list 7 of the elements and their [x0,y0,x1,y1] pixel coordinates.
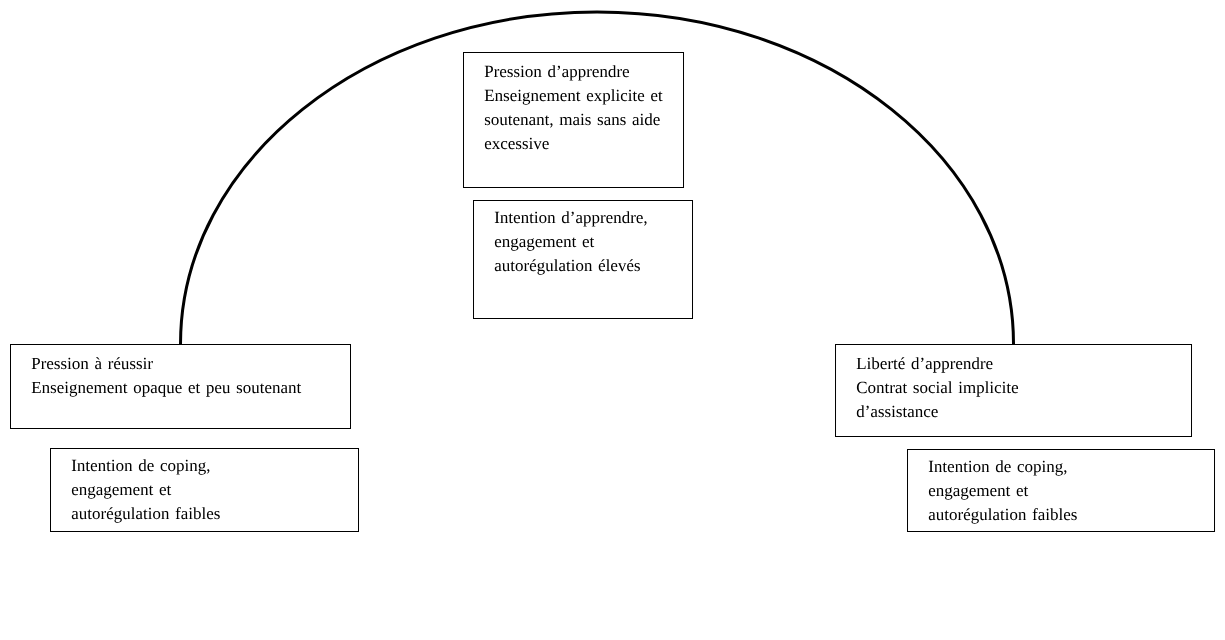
text-box: Liberté d’apprendre Contrat social implicite d’assistance [835,344,1192,437]
text-box: Pression à réussir Enseignement opaque et peu soutenant [10,344,351,429]
text-box: Pression d’apprendre Enseignement explicite et soutenant, mais sans aide excessive [463,52,684,188]
arch-line [179,10,1015,345]
text-box: Intention de coping, engagement et autorégulation faibles [50,448,359,532]
text-box: Intention d’apprendre, engagement et autorégulation élevés [473,200,693,319]
text-box: Intention de coping, engagement et autorégulation faibles [907,449,1215,532]
